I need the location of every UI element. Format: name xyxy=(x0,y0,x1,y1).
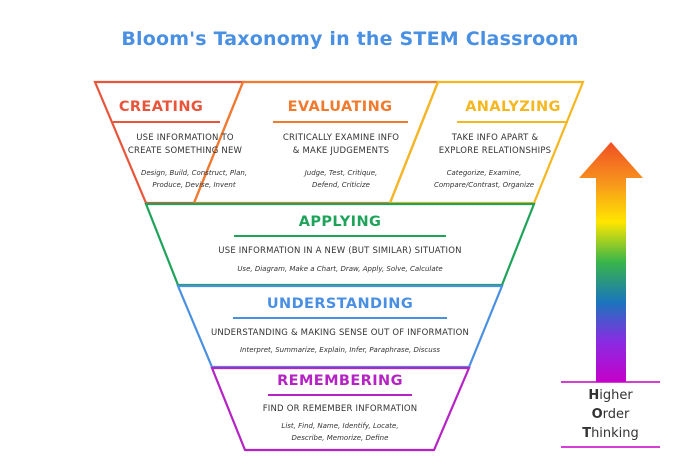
applying-title: APPLYING xyxy=(298,214,382,230)
understanding-title: UNDERSTANDING xyxy=(266,296,414,312)
evaluating-underline xyxy=(273,121,408,123)
remembering-title: REMEMBERING xyxy=(277,373,403,389)
evaluating-description: CRITICALLY EXAMINE INFO & MAKE JUDGEMENT… xyxy=(282,133,400,156)
remembering-examples: List, Find, Name, Identify, Locate, Desc… xyxy=(281,422,399,442)
remembering-segment xyxy=(210,366,471,452)
rainbow-up-arrow-icon xyxy=(579,142,643,382)
creating-underline xyxy=(113,121,220,123)
creating-description: USE INFORMATION TO CREATE SOMETHING NEW xyxy=(127,133,243,156)
remembering-underline xyxy=(268,394,412,396)
analyzing-title: ANALYZING xyxy=(465,99,561,115)
label-line-higher: Higher xyxy=(588,388,633,403)
applying-examples: Use, Diagram, Make a Chart, Draw, Apply,… xyxy=(237,265,443,273)
label-line-order: Order xyxy=(591,407,630,422)
understanding-examples: Interpret, Summarize, Explain, Infer, Pa… xyxy=(239,346,441,354)
creating-title: CREATING xyxy=(118,99,204,115)
analyzing-underline xyxy=(457,121,568,123)
remembering-description: FIND OR REMEMBER INFORMATION xyxy=(262,404,418,414)
evaluating-title: EVALUATING xyxy=(287,99,393,115)
understanding-description: UNDERSTANDING & MAKING SENSE OUT OF INFO… xyxy=(210,328,470,338)
analyzing-examples: Categorize, Examine, Compare/Contrast, O… xyxy=(433,169,535,189)
label-line-thinking: Thinking xyxy=(582,426,639,441)
applying-description: USE INFORMATION IN A NEW (BUT SIMILAR) S… xyxy=(218,246,462,256)
page-title: Bloom's Taxonomy in the STEM Classroom xyxy=(121,28,579,50)
creating-examples: Design, Build, Construct, Plan, Produce,… xyxy=(140,169,248,189)
evaluating-examples: Judge, Test, Critique, Defend, Criticize xyxy=(304,169,378,189)
understanding-underline xyxy=(233,317,447,319)
higher-order-thinking-label: Higher Order Thinking xyxy=(561,386,660,443)
analyzing-description: TAKE INFO APART & EXPLORE RELATIONSHIPS xyxy=(438,133,552,156)
applying-underline xyxy=(234,235,446,237)
